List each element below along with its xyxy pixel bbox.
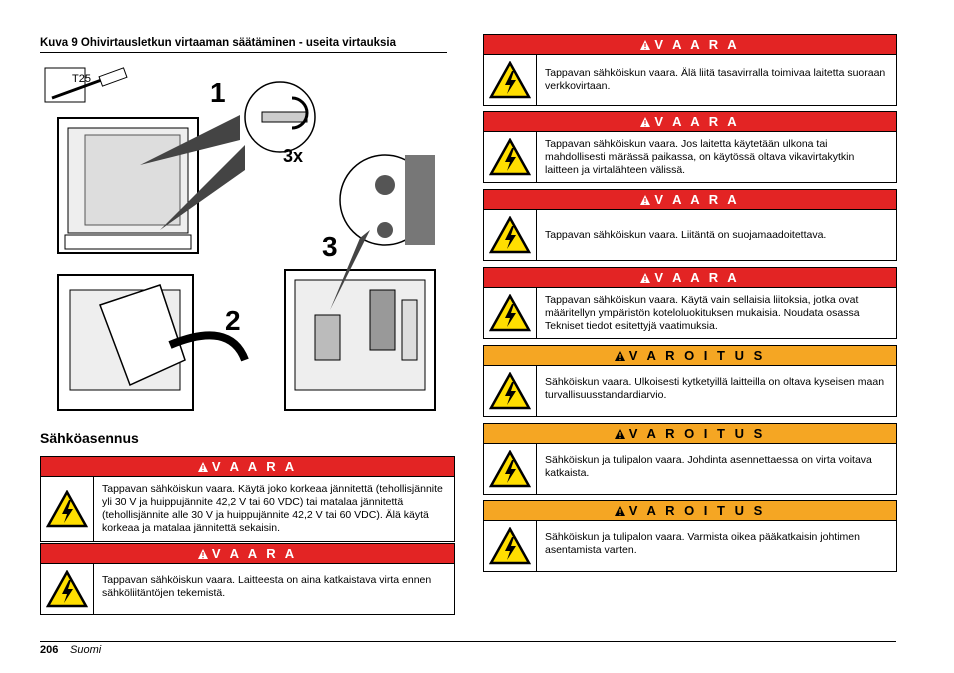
warning-triangle-icon xyxy=(614,351,625,361)
installation-figure: T25 1 3x 3 2 xyxy=(44,67,436,411)
danger-box-enclosure: V A A R A Tappavan sähköiskun vaara. Käy… xyxy=(483,267,897,339)
danger-header: V A A R A xyxy=(484,268,896,288)
footer-language: Suomi xyxy=(70,644,102,656)
repeat-label: 3x xyxy=(283,146,303,166)
hazard-text: Tappavan sähköiskun vaara. Laitteesta on… xyxy=(102,574,432,599)
electric-shock-icon xyxy=(484,55,537,105)
warning-triangle-icon xyxy=(640,40,651,50)
step-2-label: 2 xyxy=(225,305,241,336)
electric-shock-icon xyxy=(484,366,537,416)
electric-shock-icon xyxy=(484,132,537,182)
hazard-text: Sähköiskun vaara. Ulkoisesti kytketyillä… xyxy=(545,376,885,401)
warning-header: V A R O I T U S xyxy=(484,346,896,366)
danger-header: V A A R A xyxy=(484,35,896,55)
danger-box-disconnect: V A A R A Tappavan sähköiskun vaara. Lai… xyxy=(40,543,455,615)
warning-triangle-icon xyxy=(614,429,625,439)
danger-box-ground: V A A R A Tappavan sähköiskun vaara. Lii… xyxy=(483,189,897,261)
danger-header: V A A R A xyxy=(41,544,454,564)
warning-box-disconnect: V A R O I T U S Sähköiskun ja tulipalon … xyxy=(483,423,897,495)
danger-header: V A A R A xyxy=(484,190,896,210)
enclosure-open xyxy=(57,117,199,254)
electric-shock-icon xyxy=(484,444,537,494)
warning-box-main-switch: V A R O I T U S Sähköiskun ja tulipalon … xyxy=(483,500,897,572)
hazard-text: Tappavan sähköiskun vaara. Liitäntä on s… xyxy=(545,229,827,241)
warning-box-external: V A R O I T U S Sähköiskun vaara. Ulkois… xyxy=(483,345,897,417)
figure-caption: Kuva 9 Ohivirtausletkun virtaaman säätäm… xyxy=(40,37,447,53)
hazard-text: Sähköiskun ja tulipalon vaara. Varmista … xyxy=(545,531,860,556)
warning-header: V A R O I T U S xyxy=(484,501,896,521)
electric-shock-icon xyxy=(484,521,537,571)
hazard-text: Tappavan sähköiskun vaara. Käytä vain se… xyxy=(545,294,860,332)
warning-triangle-icon xyxy=(197,462,208,472)
danger-box-voltage: V A A R A Tappavan sähköiskun vaara. Käy… xyxy=(40,456,455,542)
danger-box-gfci: V A A R A Tappavan sähköiskun vaara. Jos… xyxy=(483,111,897,183)
warning-triangle-icon xyxy=(640,117,651,127)
warning-triangle-icon xyxy=(640,195,651,205)
step-3-label: 3 xyxy=(322,231,338,262)
warning-header: V A R O I T U S xyxy=(484,424,896,444)
warning-triangle-icon xyxy=(197,549,208,559)
footer-divider xyxy=(40,641,896,642)
danger-box-dc: V A A R A Tappavan sähköiskun vaara. Älä… xyxy=(483,34,897,106)
danger-header: V A A R A xyxy=(484,112,896,132)
hazard-text: Sähköiskun ja tulipalon vaara. Johdinta … xyxy=(545,454,872,479)
hazard-text: Tappavan sähköiskun vaara. Jos laitetta … xyxy=(545,138,855,176)
page-number: 206 xyxy=(40,644,59,656)
electric-shock-icon xyxy=(41,564,94,614)
electric-shock-icon xyxy=(484,210,537,260)
warning-triangle-icon xyxy=(640,273,651,283)
section-title: Sähköasennus xyxy=(40,430,139,446)
enclosure-wiring xyxy=(284,269,436,411)
tool-label: T25 xyxy=(72,73,91,85)
danger-header: V A A R A xyxy=(41,457,454,477)
step-1-label: 1 xyxy=(210,77,226,108)
hazard-text: Tappavan sähköiskun vaara. Älä liitä tas… xyxy=(545,67,886,92)
electric-shock-icon xyxy=(484,288,537,338)
electric-shock-icon xyxy=(41,477,94,541)
warning-triangle-icon xyxy=(614,506,625,516)
hazard-text: Tappavan sähköiskun vaara. Käytä joko ko… xyxy=(102,483,443,534)
